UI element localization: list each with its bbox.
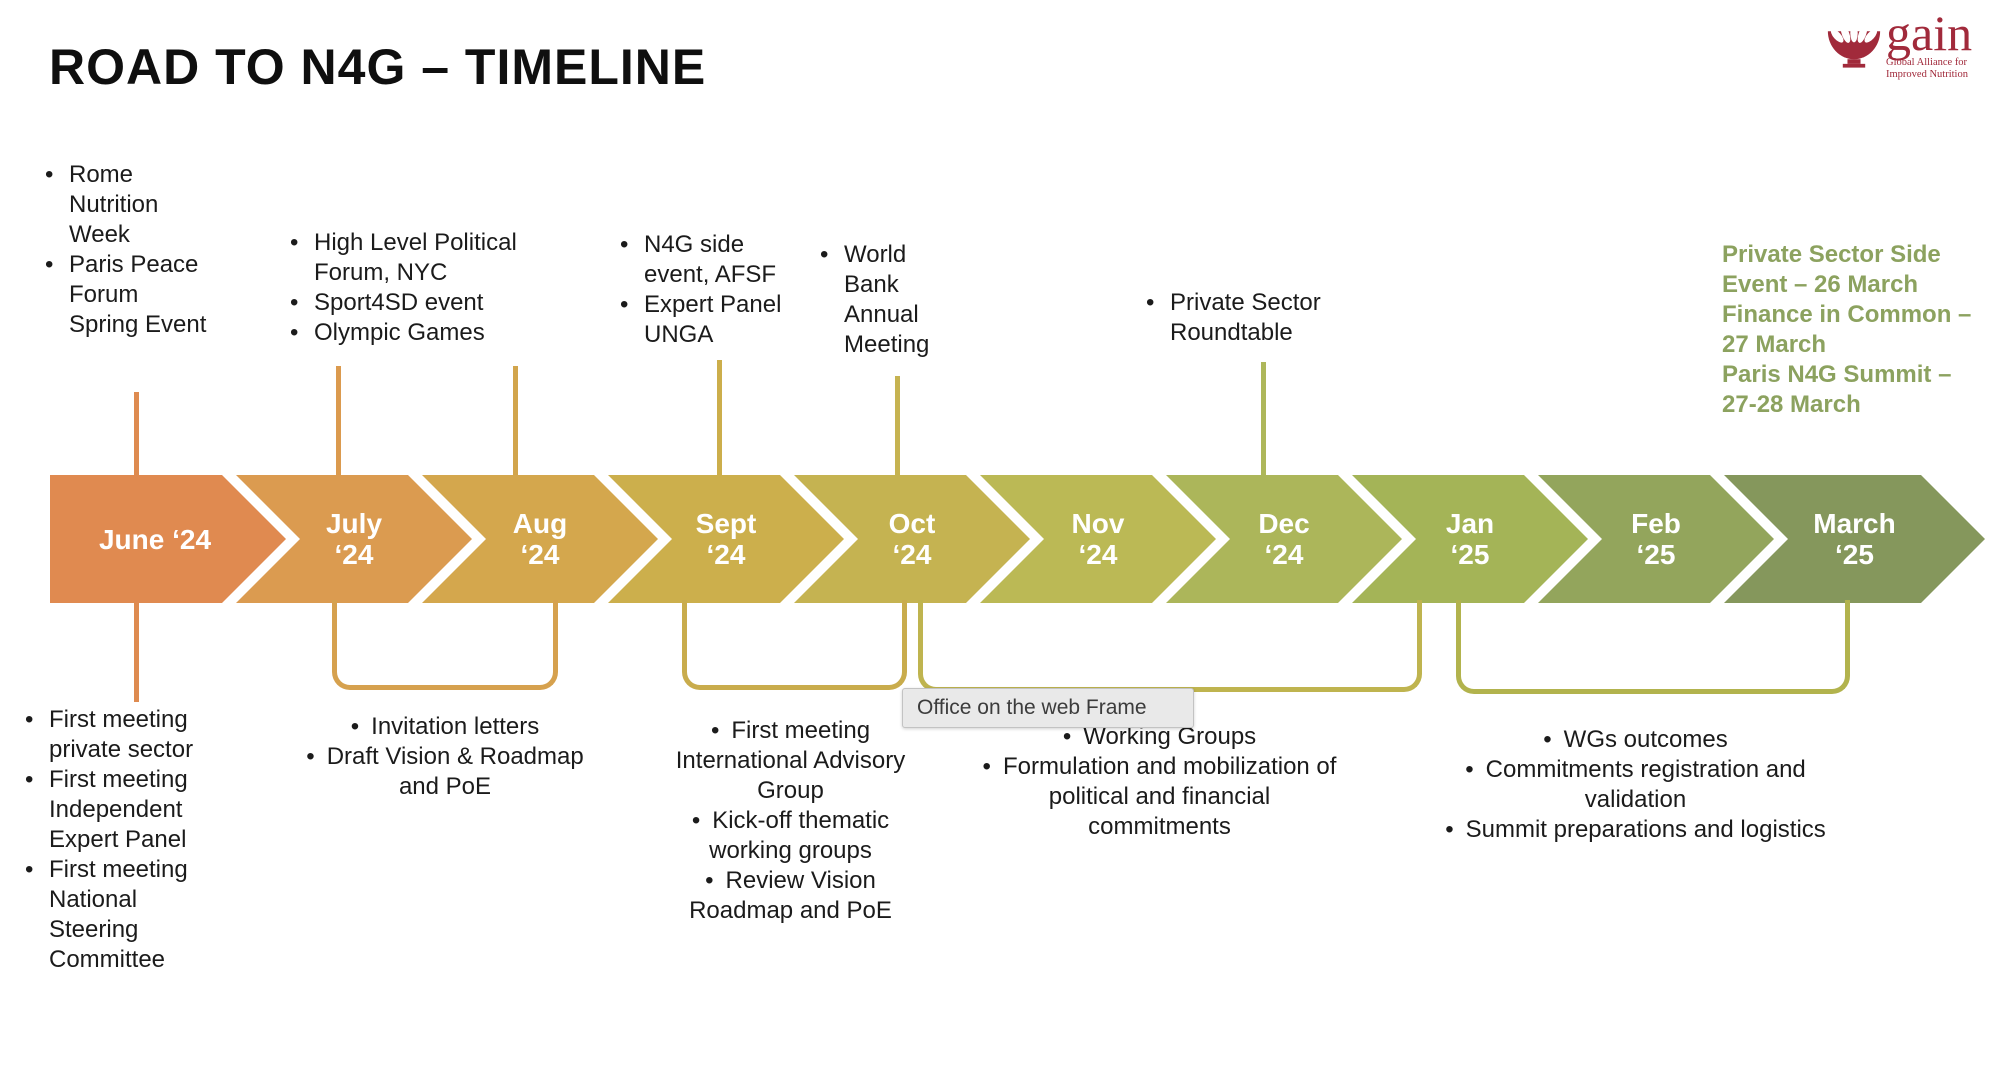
annotation-july-aug-bottom: Invitation letters Draft Vision & Roadma… xyxy=(300,712,590,802)
connector-bottom-june xyxy=(134,603,139,702)
list-item: Review Vision Roadmap and PoE xyxy=(668,866,913,926)
annotation-oct-top: World Bank Annual Meeting xyxy=(820,240,952,360)
list-item: Draft Vision & Roadmap and PoE xyxy=(300,742,590,802)
list-item: Summit preparations and logistics xyxy=(1418,815,1853,845)
list-item: Expert Panel UNGA xyxy=(620,290,804,350)
list-item: World Bank Annual Meeting xyxy=(820,240,952,360)
timeline-chevron-june[interactable]: June ‘24 xyxy=(50,475,286,603)
list-item: First meeting private sector xyxy=(25,705,227,765)
connector-top-july xyxy=(336,366,341,475)
annotation-june-bottom: First meeting private sector First meeti… xyxy=(25,705,227,975)
connector-top-sept xyxy=(717,360,722,475)
bracket-july-aug xyxy=(332,600,558,690)
list-item: Olympic Games xyxy=(290,318,567,348)
bracket-nov-dec-jan xyxy=(918,600,1422,692)
list-item: First meeting International Advisory Gro… xyxy=(668,716,913,806)
gain-bowl-icon xyxy=(1827,23,1881,68)
connector-top-dec xyxy=(1261,362,1266,475)
list-item: WGs outcomes xyxy=(1418,725,1853,755)
annotation-june-top: Rome Nutrition Week Paris Peace Forum Sp… xyxy=(45,160,209,340)
gain-tagline-line1: Global Alliance for xyxy=(1886,57,1968,68)
connector-top-june xyxy=(134,392,139,475)
annotation-july-aug-top: High Level Political Forum, NYC Sport4SD… xyxy=(290,228,567,348)
list-item: High Level Political Forum, NYC xyxy=(290,228,567,288)
list-item: Rome Nutrition Week xyxy=(45,160,209,250)
connector-top-aug xyxy=(513,366,518,475)
gain-wordmark: gain xyxy=(1886,5,1973,61)
gain-logo: gain Global Alliance for Improved Nutrit… xyxy=(1826,5,1973,81)
bracket-feb-march xyxy=(1456,600,1850,694)
list-item: First meeting National Steering Committe… xyxy=(25,855,227,975)
list-item: Invitation letters xyxy=(300,712,590,742)
annotation-sept-top: N4G side event, AFSF Expert Panel UNGA xyxy=(620,230,804,350)
list-item: Formulation and mobilization of politica… xyxy=(982,752,1337,842)
annotation-march-highlight: Private Sector Side Event – 26 March Fin… xyxy=(1722,240,1990,420)
connector-top-oct xyxy=(895,376,900,475)
timeline-band: June ‘24 July ‘24 Aug ‘24 Sept ‘24 Oct ‘… xyxy=(50,475,1990,603)
list-item: Private Sector Roundtable xyxy=(1146,288,1364,348)
list-item: First meeting Independent Expert Panel xyxy=(25,765,227,855)
highlight-line: Private Sector Side Event – 26 March xyxy=(1722,241,1941,298)
slide-title: ROAD TO N4G – TIMELINE xyxy=(49,39,707,95)
list-item: N4G side event, AFSF xyxy=(620,230,804,290)
highlight-line: Paris N4G Summit – 27-28 March xyxy=(1722,361,1952,418)
list-item: Commitments registration and validation xyxy=(1418,755,1853,815)
highlight-line: Finance in Common – 27 March xyxy=(1722,301,1972,358)
annotation-feb-march-bottom: WGs outcomes Commitments registration an… xyxy=(1418,725,1853,845)
list-item: Sport4SD event xyxy=(290,288,567,318)
annotation-dec-top: Private Sector Roundtable xyxy=(1146,288,1364,348)
annotation-sept-oct-bottom: First meeting International Advisory Gro… xyxy=(668,716,913,926)
bracket-sept-oct xyxy=(682,600,907,690)
list-item: Paris Peace Forum Spring Event xyxy=(45,250,209,340)
annotation-nov-dec-jan-bottom: Working Groups Formulation and mobilizat… xyxy=(982,722,1337,842)
list-item: Kick-off thematic working groups xyxy=(668,806,913,866)
office-web-frame-tooltip: Office on the web Frame xyxy=(902,688,1194,728)
gain-tagline-line2: Improved Nutrition xyxy=(1886,69,1968,80)
